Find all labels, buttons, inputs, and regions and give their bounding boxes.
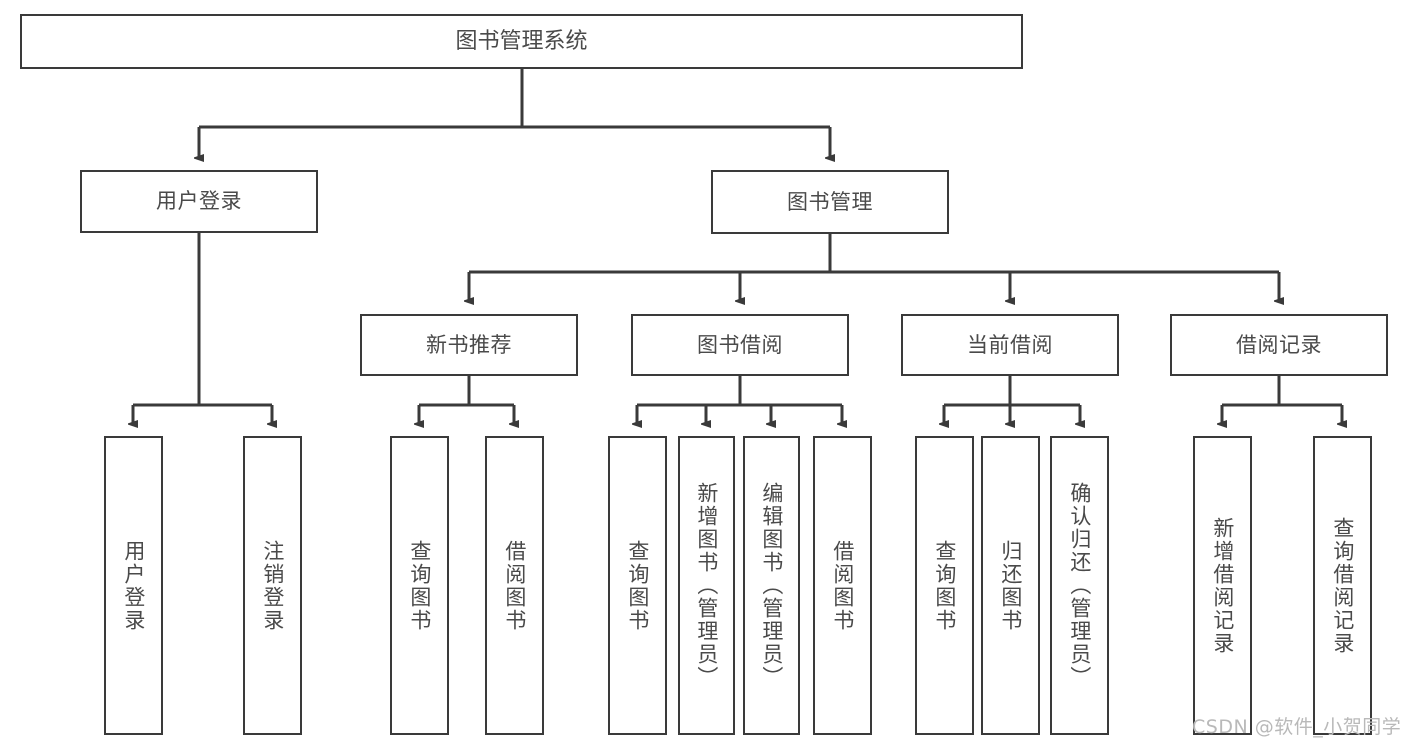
leaf-label: 注销登录 bbox=[260, 539, 285, 632]
leaf-current-borrow-return[interactable]: 归还图书 bbox=[981, 436, 1040, 735]
leaf-book-borrow-add[interactable]: 新增图书（管理员） bbox=[678, 436, 735, 735]
leaf-user-login-logout[interactable]: 注销登录 bbox=[243, 436, 302, 735]
leaf-book-borrow-borrow[interactable]: 借阅图书 bbox=[813, 436, 872, 735]
leaf-new-book-query[interactable]: 查询图书 bbox=[390, 436, 449, 735]
leaf-label: 查询图书 bbox=[625, 539, 650, 632]
leaf-user-login-login[interactable]: 用户登录 bbox=[104, 436, 163, 735]
node-book-management[interactable]: 图书管理 bbox=[711, 170, 949, 234]
node-book-borrow[interactable]: 图书借阅 bbox=[631, 314, 849, 376]
leaf-label: 用户登录 bbox=[121, 539, 146, 632]
leaf-label: 借阅图书 bbox=[502, 539, 527, 632]
leaf-current-borrow-query[interactable]: 查询图书 bbox=[915, 436, 974, 735]
leaf-book-borrow-edit[interactable]: 编辑图书（管理员） bbox=[743, 436, 800, 735]
csdn-watermark: CSDN @软件_小贺同学 bbox=[1192, 716, 1402, 738]
node-new-book-recommend[interactable]: 新书推荐 bbox=[360, 314, 578, 376]
leaf-label: 归还图书 bbox=[998, 539, 1023, 632]
leaf-label: 查询图书 bbox=[407, 539, 432, 632]
leaf-label: 查询图书 bbox=[932, 539, 957, 632]
leaf-current-borrow-confirm[interactable]: 确认归还（管理员） bbox=[1050, 436, 1109, 735]
leaf-borrow-record-add[interactable]: 新增借阅记录 bbox=[1193, 436, 1252, 735]
leaf-label: 确认归还（管理员） bbox=[1067, 482, 1092, 689]
leaf-label: 查询借阅记录 bbox=[1330, 516, 1355, 655]
leaf-label: 新增借阅记录 bbox=[1210, 516, 1235, 655]
node-borrow-record[interactable]: 借阅记录 bbox=[1170, 314, 1388, 376]
node-current-borrow[interactable]: 当前借阅 bbox=[901, 314, 1119, 376]
leaf-label: 借阅图书 bbox=[830, 539, 855, 632]
leaf-borrow-record-query[interactable]: 查询借阅记录 bbox=[1313, 436, 1372, 735]
node-user-login[interactable]: 用户登录 bbox=[80, 170, 318, 233]
leaf-new-book-borrow[interactable]: 借阅图书 bbox=[485, 436, 544, 735]
leaf-book-borrow-query[interactable]: 查询图书 bbox=[608, 436, 667, 735]
leaf-label: 编辑图书（管理员） bbox=[759, 482, 784, 689]
leaf-label: 新增图书（管理员） bbox=[694, 482, 719, 689]
node-root-system[interactable]: 图书管理系统 bbox=[20, 14, 1023, 69]
